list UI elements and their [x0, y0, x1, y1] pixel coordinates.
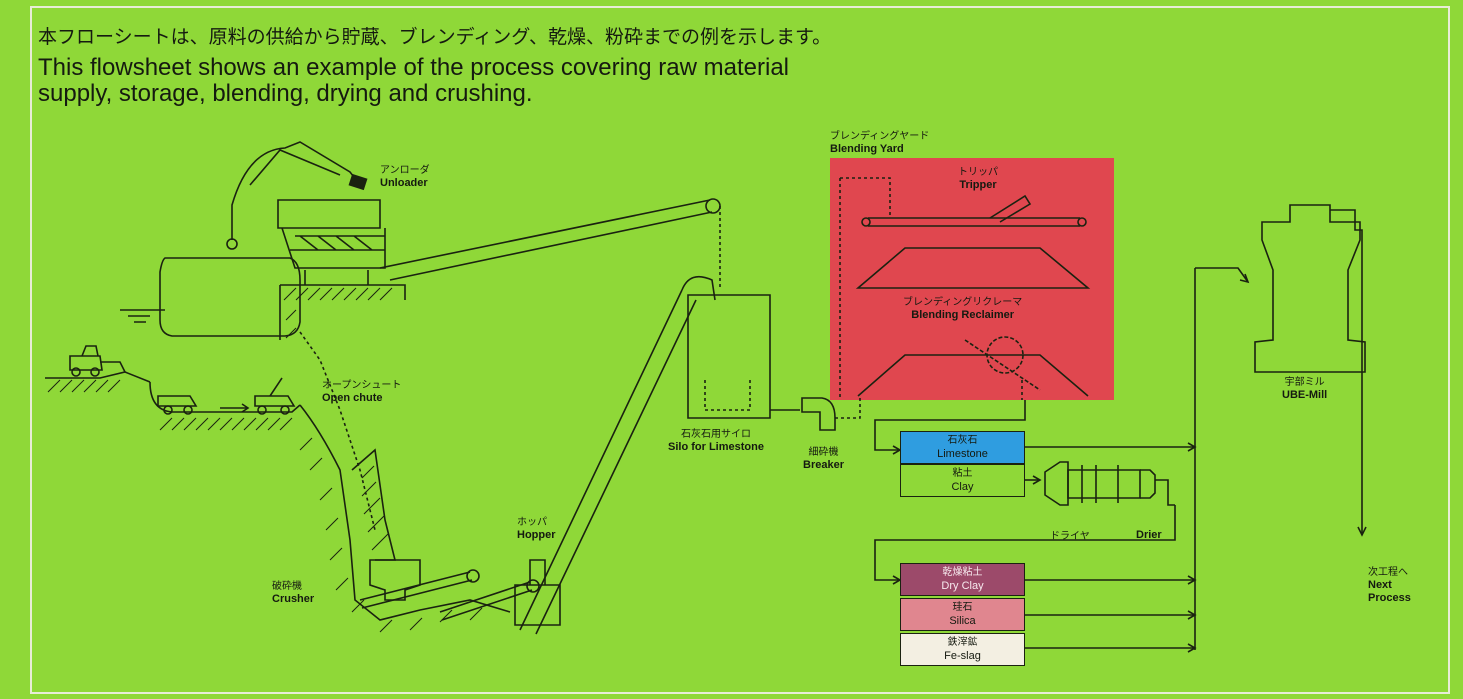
unloader-boom — [231, 141, 361, 240]
open-chute-line — [299, 331, 376, 531]
drier-output — [874, 505, 1176, 581]
blending-yard-area — [830, 158, 1114, 400]
drier-feed — [1044, 461, 1069, 506]
chute-wall-hatching — [361, 465, 389, 551]
intro-text-english: This flowsheet shows an example of the p… — [38, 54, 790, 107]
quay-hatching — [283, 287, 393, 339]
reclaimer-boom — [964, 339, 1041, 391]
incline-conveyor-top — [681, 275, 716, 301]
tripper-belt — [868, 217, 1080, 227]
yard-to-feeders — [874, 400, 1026, 451]
mill-outlet — [1330, 209, 1363, 535]
crusher-conveyor-2 — [439, 581, 533, 621]
drier-drum — [1067, 465, 1141, 503]
unloader-cab — [348, 173, 368, 191]
breaker-to-yard — [835, 398, 861, 419]
truck-direction-arrow — [220, 403, 250, 413]
ube-mill-body — [1254, 204, 1366, 373]
label-drier-jp: ドライヤ — [1050, 531, 1090, 542]
quay-ground — [279, 284, 406, 340]
tripper-machine — [989, 194, 1032, 223]
breaker-shape — [801, 397, 836, 431]
intro-text-japanese: 本フローシートは、原料の供給から貯蔵、ブレンディング、乾燥、粉砕までの例を示しま… — [38, 26, 832, 48]
dump-truck-2 — [254, 377, 296, 407]
quarry-hatching — [159, 417, 483, 633]
silo-body — [687, 294, 771, 419]
drier-burner — [1140, 469, 1175, 506]
crusher-conveyor — [359, 571, 473, 609]
hopper-body — [514, 559, 561, 626]
stockpile-2 — [857, 354, 1089, 397]
dump-truck-1 — [157, 395, 198, 407]
water-line — [120, 309, 165, 323]
quarry-hatching-top — [47, 379, 121, 393]
conveyor-pulley — [705, 198, 721, 214]
drier-feed-line — [1025, 579, 1195, 649]
unloader-hook — [226, 238, 238, 250]
stockpile-1 — [855, 247, 1091, 289]
quarry-slope — [299, 404, 511, 621]
to-mill-line — [1195, 267, 1249, 283]
label-drier-en: Drier — [1136, 529, 1162, 541]
quarry-ground-top — [45, 371, 151, 383]
unloader-frame — [277, 199, 386, 285]
conveyor-to-silo — [379, 199, 713, 281]
incline-conveyor — [519, 289, 697, 635]
ship-hull — [159, 257, 301, 337]
yard-feed-line — [839, 177, 891, 398]
excavator-shape — [69, 345, 126, 373]
silo-discharge — [704, 380, 751, 411]
crusher-body — [369, 559, 421, 601]
